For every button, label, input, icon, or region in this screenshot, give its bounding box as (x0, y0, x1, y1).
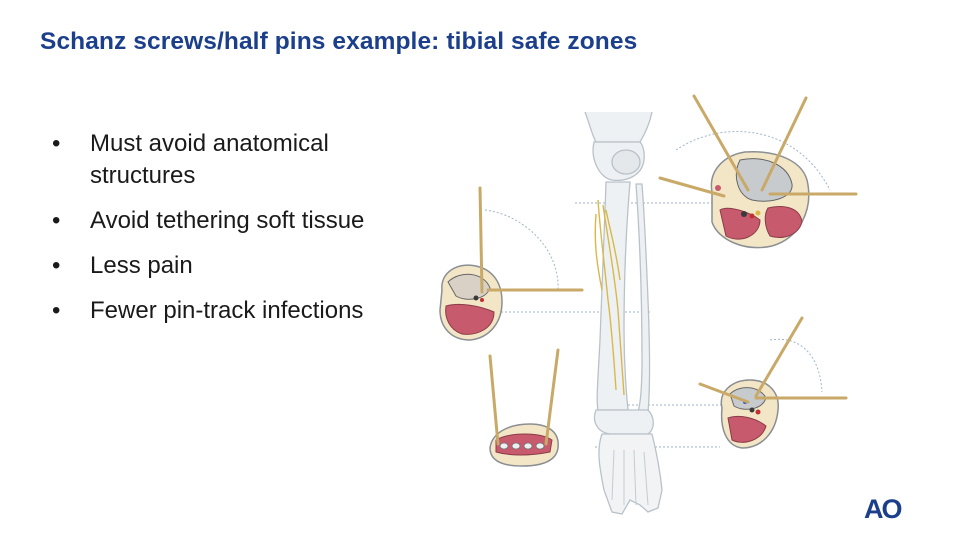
ankle-cross-section (489, 423, 559, 467)
bullet-item: • Fewer pin-track infections (52, 295, 432, 327)
bullet-item: • Avoid tethering soft tissue (52, 205, 432, 237)
schanz-pins (478, 94, 858, 446)
distal-cross-section (720, 379, 779, 449)
tibia-safe-zones-illustration (439, 94, 858, 515)
bullet-text: Less pain (90, 252, 193, 279)
slide-title: Schanz screws/half pins example: tibial … (40, 28, 638, 55)
bullet-item: • Less pain (52, 250, 432, 282)
bullet-dot: • (52, 252, 61, 279)
bullet-dot: • (52, 130, 61, 157)
bullet-dot: • (52, 207, 61, 234)
safe-zone-arcs (484, 131, 831, 393)
ao-logo: AO (864, 494, 902, 524)
bullet-text: Avoid tethering soft tissue (90, 207, 365, 234)
mid-cross-section (439, 264, 503, 341)
nerve-lines (594, 199, 625, 396)
bullet-text: Must avoid anatomical structures (90, 130, 329, 189)
proximal-cross-section (710, 151, 810, 249)
bullet-dot: • (52, 297, 61, 324)
bullet-item: • Must avoid anatomical structures (52, 128, 432, 192)
bullet-list: • Must avoid anatomical structures • Avo… (52, 128, 432, 340)
bullet-text: Fewer pin-track infections (90, 297, 364, 324)
leg-bones (584, 111, 663, 515)
